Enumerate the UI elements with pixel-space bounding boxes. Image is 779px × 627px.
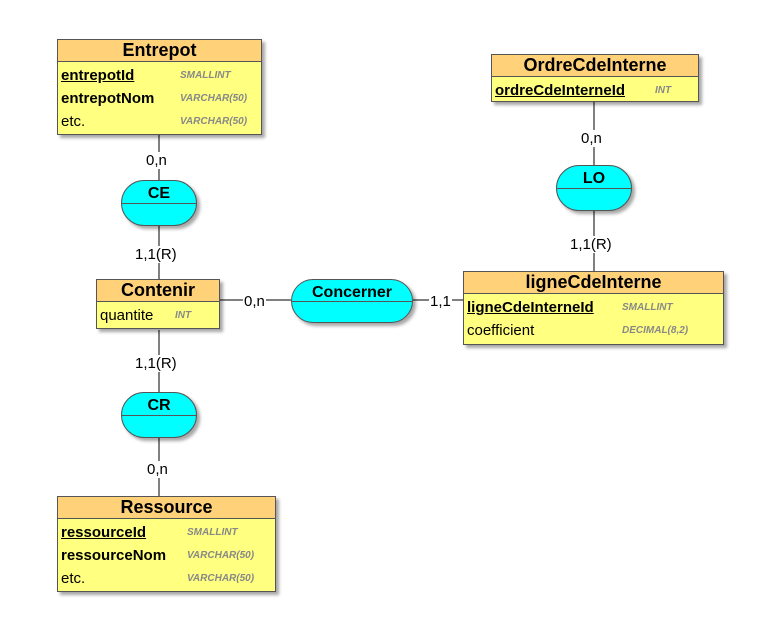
attribute-type: INT	[175, 310, 192, 321]
attribute-row: coefficient DECIMAL(8,2)	[467, 319, 720, 342]
attribute-type: VARCHAR(50)	[180, 116, 248, 127]
association-cr[interactable]: CR	[121, 392, 197, 438]
cardinality-lo-ligne: 1,1(R)	[569, 236, 613, 253]
entity-title: Entrepot	[58, 40, 261, 62]
attribute-type: SMALLINT	[622, 302, 673, 313]
association-divider	[292, 301, 412, 302]
entity-title: Ressource	[58, 497, 275, 519]
attribute-row: entrepotId SMALLINT	[61, 64, 258, 87]
entity-ressource[interactable]: Ressource ressourceId SMALLINT ressource…	[57, 496, 276, 592]
attribute-row: ligneCdeInterneId SMALLINT	[467, 296, 720, 319]
entity-title: OrdreCdeInterne	[492, 55, 698, 77]
attribute-type: VARCHAR(50)	[187, 550, 255, 561]
association-label: LO	[582, 170, 606, 187]
association-ce[interactable]: CE	[121, 180, 197, 226]
association-label: Concerner	[311, 284, 393, 301]
cardinality-entrepot-ce: 0,n	[145, 152, 168, 169]
entity-contenir[interactable]: Contenir quantite INT	[96, 279, 220, 329]
attribute-row: etc. VARCHAR(50)	[61, 567, 272, 590]
cardinality-cr-ressource: 0,n	[146, 461, 169, 478]
association-divider	[557, 188, 631, 189]
entity-title: Contenir	[97, 280, 219, 302]
attribute-type: SMALLINT	[180, 70, 231, 81]
attribute-row: etc. VARCHAR(50)	[61, 110, 258, 133]
association-divider	[122, 415, 196, 416]
cardinality-concerner-ligne: 1,1	[429, 293, 452, 310]
attribute-name: etc.	[61, 570, 86, 587]
attribute-name: coefficient	[467, 322, 535, 339]
entity-entrepot[interactable]: Entrepot entrepotId SMALLINT entrepotNom…	[57, 39, 262, 135]
attribute-type: VARCHAR(50)	[180, 93, 248, 104]
attribute-type: SMALLINT	[187, 527, 238, 538]
association-lo[interactable]: LO	[556, 165, 632, 211]
cardinality-ordre-lo: 0,n	[580, 130, 603, 147]
attribute-name: ressourceId	[61, 524, 147, 541]
association-divider	[122, 203, 196, 204]
cardinality-contenir-cr: 1,1(R)	[134, 355, 178, 372]
attribute-type: DECIMAL(8,2)	[622, 325, 689, 336]
cardinality-contenir-concerner: 0,n	[243, 293, 266, 310]
entity-lignecdeinterne[interactable]: ligneCdeInterne ligneCdeInterneId SMALLI…	[463, 271, 724, 345]
attribute-row: entrepotNom VARCHAR(50)	[61, 87, 258, 110]
association-concerner[interactable]: Concerner	[291, 279, 413, 323]
attribute-row: ressourceNom VARCHAR(50)	[61, 544, 272, 567]
cardinality-ce-contenir: 1,1(R)	[134, 246, 178, 263]
attribute-name: ligneCdeInterneId	[467, 299, 594, 316]
attribute-type: INT	[655, 85, 672, 96]
attribute-row: quantite INT	[100, 304, 216, 327]
attribute-name: quantite	[100, 307, 154, 324]
attribute-name: ordreCdeInterneId	[495, 82, 626, 99]
attribute-row: ressourceId SMALLINT	[61, 521, 272, 544]
attribute-name: ressourceNom	[61, 547, 167, 564]
entity-title: ligneCdeInterne	[464, 272, 723, 294]
attribute-name: entrepotId	[61, 67, 135, 84]
association-label: CR	[147, 397, 171, 414]
attribute-type: VARCHAR(50)	[187, 573, 255, 584]
association-label: CE	[147, 185, 171, 202]
attribute-name: etc.	[61, 113, 86, 130]
entity-ordrecdeinterne[interactable]: OrdreCdeInterne ordreCdeInterneId INT	[491, 54, 699, 102]
attribute-row: ordreCdeInterneId INT	[495, 79, 695, 102]
attribute-name: entrepotNom	[61, 90, 155, 107]
